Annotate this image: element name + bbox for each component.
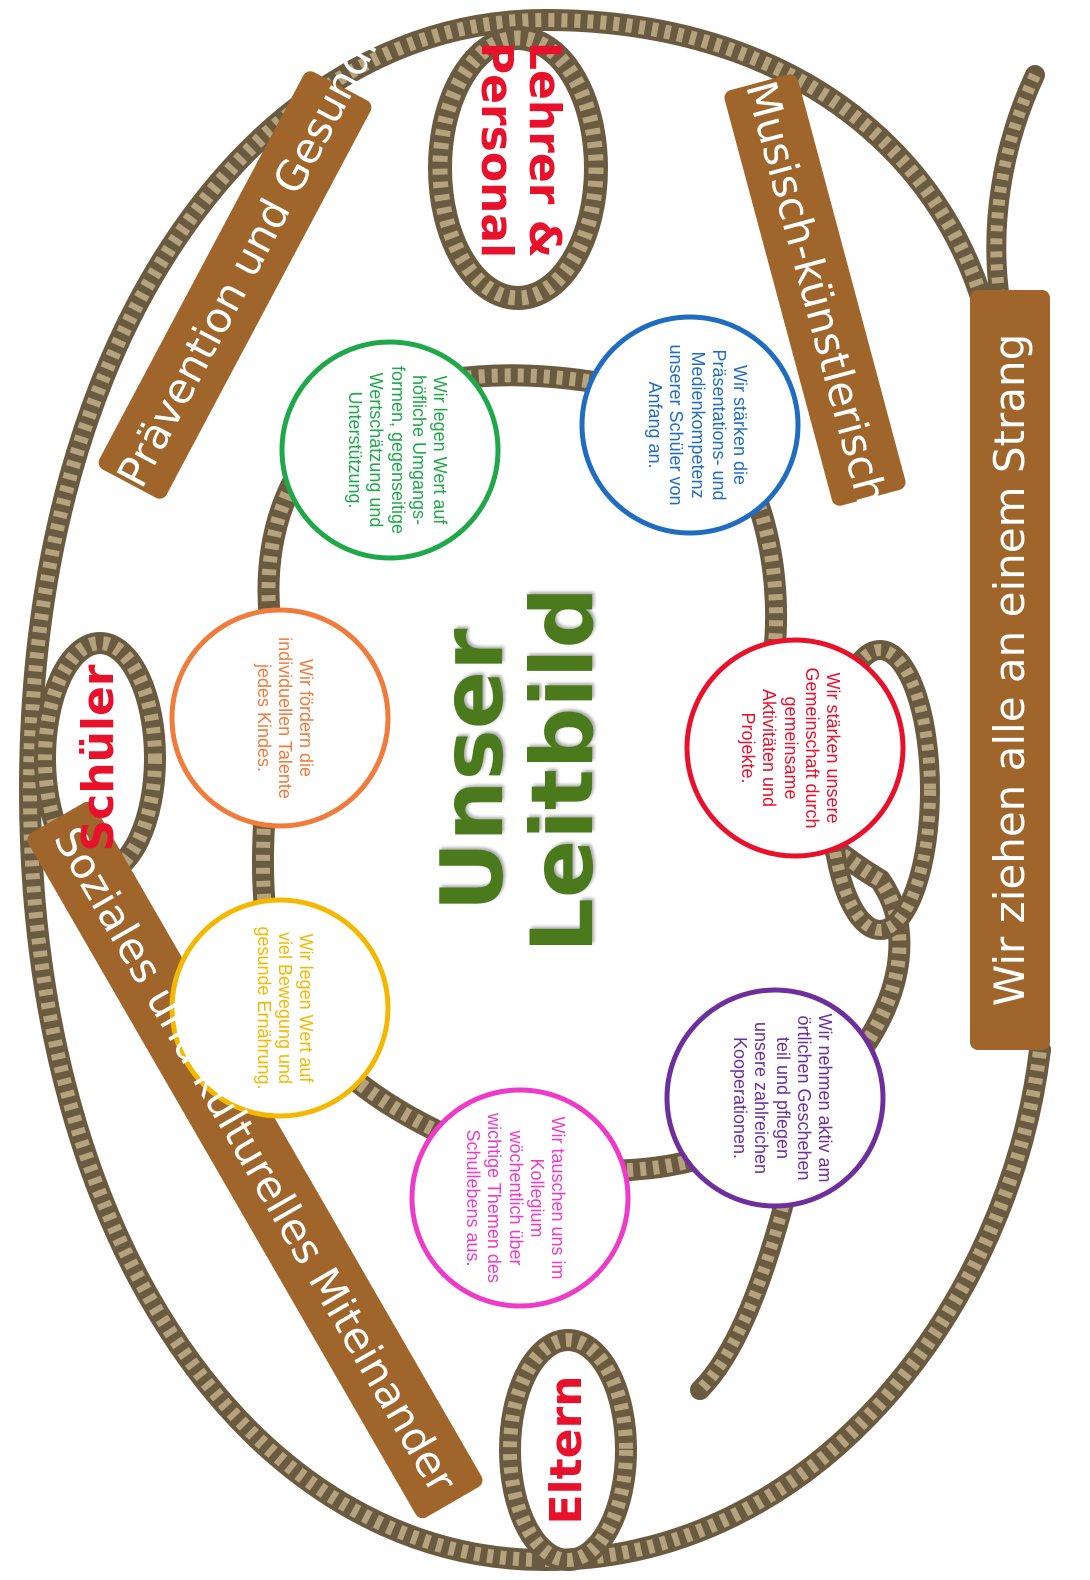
outer-rope: [18, 8, 1051, 1571]
loop-lehrer-label: Lehrer & Personal: [470, 41, 570, 259]
badge-sozial: [27, 801, 483, 1519]
loop-eltern-label: Eltern: [541, 1375, 592, 1525]
circle-kooperation: [664, 987, 886, 1209]
circle-bewegung-text: Wir legen Wert auf viel Bewegung und ges…: [253, 926, 316, 1090]
circle-gemeinschaft-text: Wir stärken unsere Gemeinschaft durch ge…: [738, 667, 843, 829]
circle-kollegium-text: Wir tauschen uns im Kollegium wöchentlic…: [463, 1113, 568, 1283]
circle-medien-text: Wir stärken die Präsentations- und Medie…: [645, 344, 750, 506]
circle-umgang-text: Wir legen Wert auf höfliche Umgangs-form…: [345, 365, 450, 535]
circle-talente: [169, 607, 391, 829]
circle-talente-text: Wir fördern die individuellen Talente je…: [253, 637, 316, 799]
loop-lehrer: [428, 26, 608, 310]
loop-eltern: [499, 1329, 637, 1571]
circle-bewegung: [169, 897, 391, 1119]
loop-schueler-label: Schüler: [73, 664, 124, 852]
circle-kollegium: [409, 1087, 631, 1309]
badge-strang: [970, 290, 1050, 1050]
circle-kooperation-text: Wir nehmen aktiv am örtlichen Geschehen …: [730, 1013, 835, 1183]
page-title: Unser Leitbild: [423, 587, 614, 953]
badge-praevention: [98, 71, 372, 499]
badge-strang-label: Wir ziehen alle an einem Strang: [985, 333, 1034, 1007]
badge-musisch: [724, 74, 906, 506]
circle-medien: [579, 314, 801, 536]
circle-umgang: [279, 339, 501, 561]
circle-gemeinschaft: [684, 637, 906, 859]
strang-rope: [986, 65, 1045, 310]
